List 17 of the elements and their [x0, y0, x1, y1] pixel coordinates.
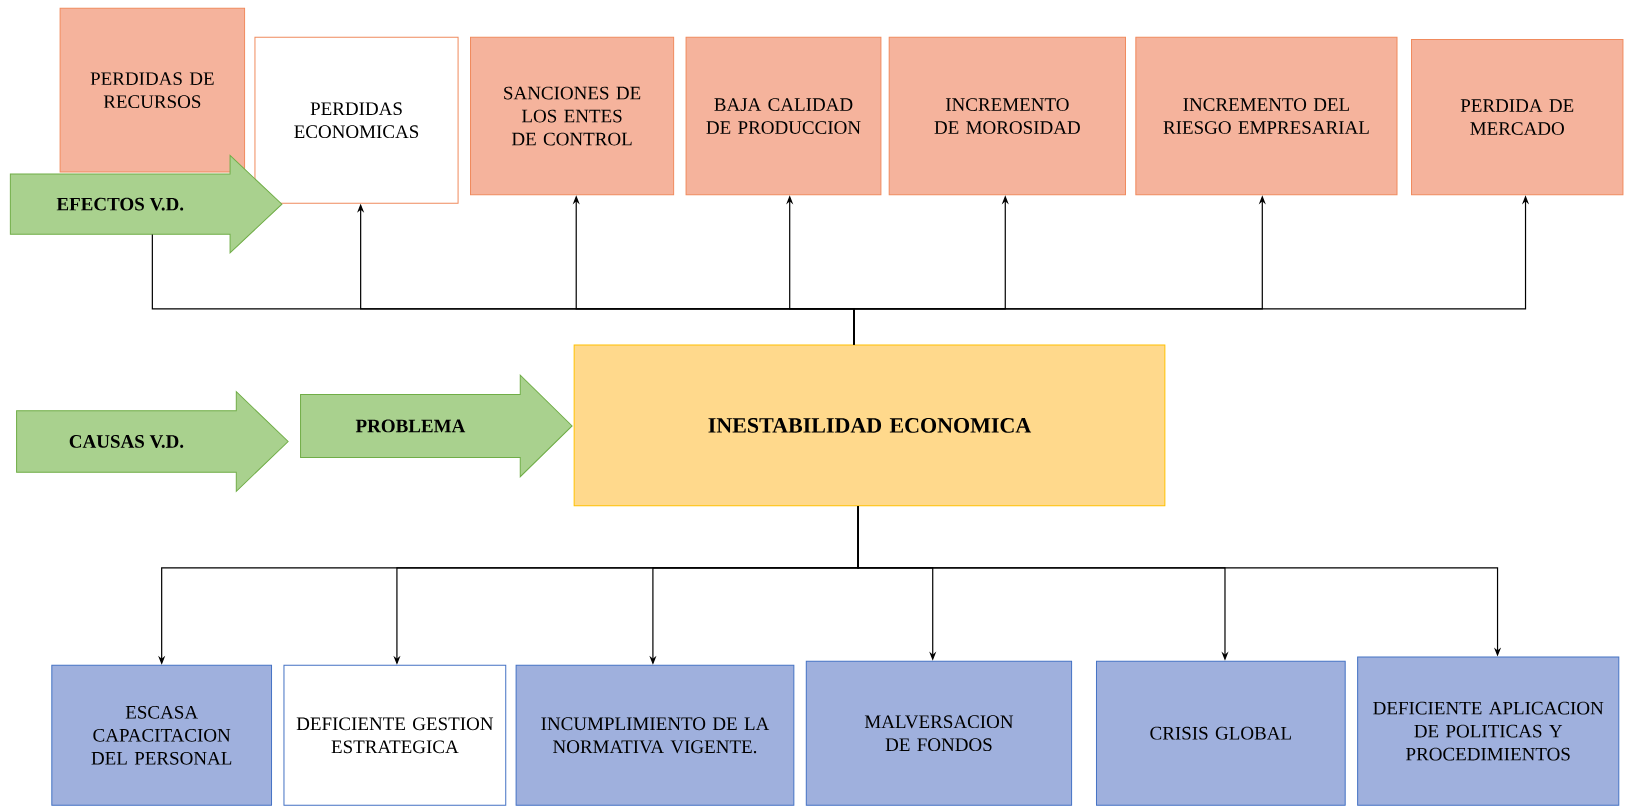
- cause-box: ESCASA CAPACITACION DEL PERSONAL: [51, 664, 273, 806]
- effect-box: INCREMENTO DEL RIESGO EMPRESARIAL: [1135, 36, 1398, 196]
- arrow-banner: PROBLEMA: [300, 374, 573, 478]
- cause-box: CRISIS GLOBAL: [1095, 660, 1346, 806]
- arrow-banner: CAUSAS V.D.: [16, 391, 289, 492]
- effect-box: PERDIDAS ECONOMICAS: [254, 36, 459, 204]
- effect-box: PERDIDAS DE RECURSOS: [59, 7, 246, 173]
- cause-box: DEFICIENTE GESTION ESTRATEGICA: [283, 664, 507, 806]
- arrow-banner: EFECTOS V.D.: [9, 154, 283, 254]
- cause-box: DEFICIENTE APLICACION DE POLITICAS Y PROCEDIMIENTOS: [1357, 656, 1620, 806]
- cause-box: MALVERSACION DE FONDOS: [805, 660, 1073, 806]
- cause-box: INCUMPLIMIENTO DE LA NORMATIVA VIGENTE.: [515, 664, 795, 806]
- effect-box: SANCIONES DE LOS ENTES DE CONTROL: [470, 36, 675, 196]
- effect-box: PERDIDA DE MERCADO: [1411, 38, 1624, 196]
- effect-box: BAJA CALIDAD DE PRODUCCION: [685, 36, 882, 196]
- effect-box: INCREMENTO DE MOROSIDAD: [888, 36, 1126, 196]
- problem-box: INESTABILIDAD ECONOMICA: [573, 344, 1166, 507]
